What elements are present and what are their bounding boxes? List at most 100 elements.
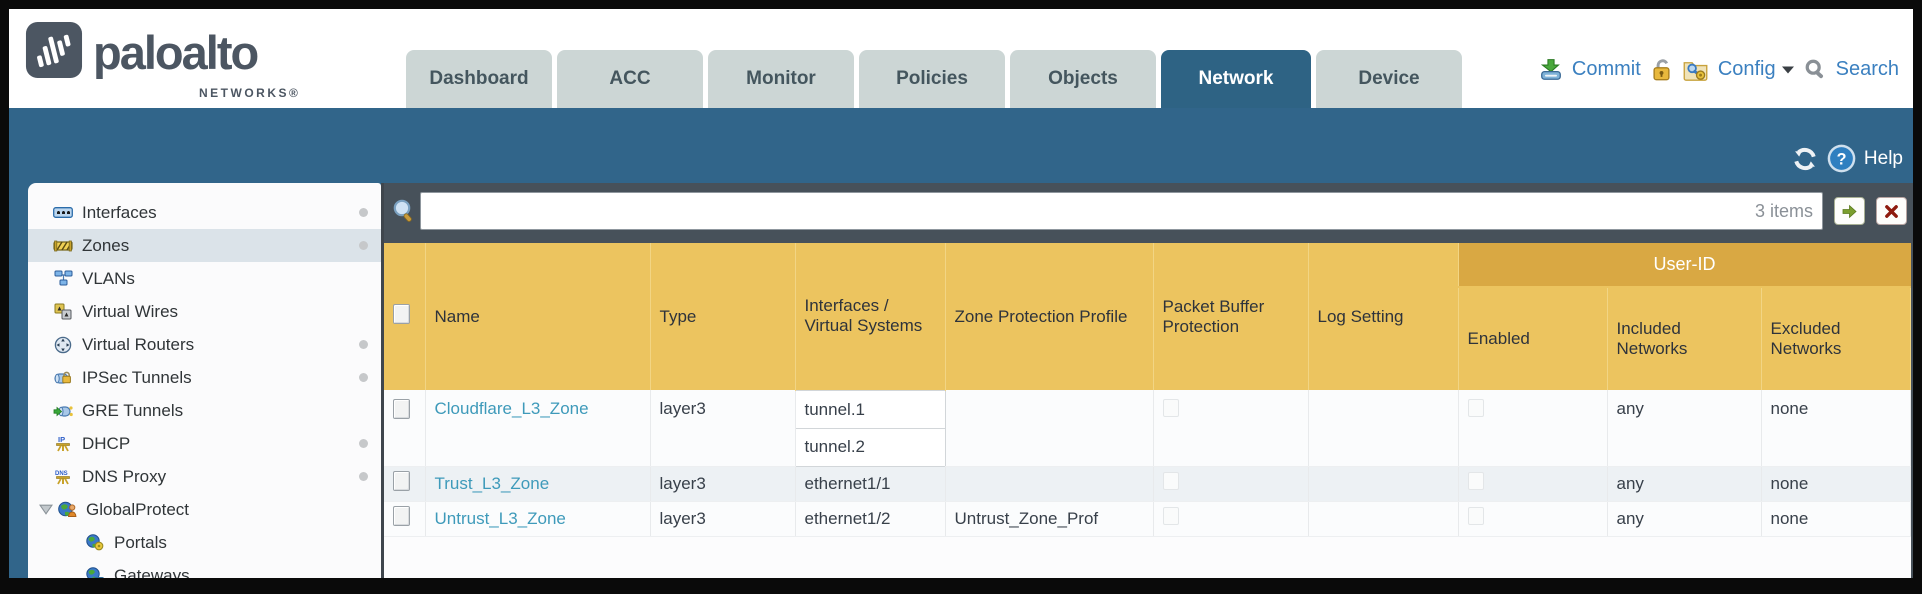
commit-icon[interactable] [1539,58,1563,82]
main-nav-tabs: Dashboard ACC Monitor Policies Objects N… [406,50,1462,108]
zone-name-link[interactable]: Trust_L3_Zone [434,473,550,493]
column-header-type[interactable]: Type [650,243,796,390]
status-dot [359,340,368,349]
sidebar-item-portals[interactable]: Portals [28,526,381,559]
column-header-zone-protection-profile[interactable]: Zone Protection Profile [945,243,1154,390]
dhcp-icon: IP [53,435,73,453]
help-label[interactable]: Help [1863,147,1903,169]
sidebar-divider [381,183,384,578]
table-row: tunnel.2 [384,427,1911,467]
sidebar-item-label: Interfaces [82,202,157,222]
zone-name-link[interactable]: Cloudflare_L3_Zone [434,399,589,418]
column-header-name[interactable]: Name [425,243,651,390]
sidebar-item-dns-proxy[interactable]: DNS DNS Proxy [28,460,381,493]
column-group-user-id: User-ID [1458,243,1911,288]
lock-icon[interactable] [1650,57,1673,82]
search-icon[interactable] [1804,58,1827,81]
column-header-enabled[interactable]: Enabled [1458,287,1608,390]
zone-name-link[interactable]: Untrust_L3_Zone [434,508,566,528]
tab-dashboard[interactable]: Dashboard [406,50,552,108]
column-header-packet-buffer-protection[interactable]: Packet Buffer Protection [1153,243,1309,390]
sidebar-item-virtual-wires[interactable]: Virtual Wires [28,295,381,328]
sidebar-item-label: DHCP [82,433,131,453]
ipsec-tunnels-icon [53,369,73,387]
column-header-included-networks[interactable]: Included Networks [1607,287,1762,390]
status-dot [359,208,368,217]
row-checkbox[interactable] [393,399,410,419]
tab-device[interactable]: Device [1316,50,1462,108]
tab-policies[interactable]: Policies [859,50,1005,108]
zones-icon [53,237,73,255]
zones-table: Name Type Interfaces / Virtual Systems Z… [384,243,1911,537]
config-button[interactable]: Config [1717,58,1776,80]
tab-objects[interactable]: Objects [1010,50,1156,108]
dns-proxy-icon: DNS [53,468,73,486]
tab-acc[interactable]: ACC [557,50,703,108]
brand-wordmark: paloalto [93,26,259,79]
chevron-down-icon[interactable] [1781,65,1795,75]
items-count: 3 items [1754,201,1813,221]
included-networks-cell: any [1607,501,1762,537]
red-x-icon [1885,204,1898,218]
interface-cell: tunnel.2 [794,427,946,467]
zone-type-cell: layer3 [650,501,796,537]
user-id-enabled-checkbox[interactable] [1467,507,1484,525]
sidebar-item-label: Virtual Routers [82,334,195,354]
tab-network[interactable]: Network [1161,50,1311,108]
sidebar-item-label: DNS Proxy [82,466,167,486]
status-dot [359,373,368,382]
excluded-networks-cell: none [1761,390,1911,467]
clear-filter-button[interactable] [1876,197,1907,225]
interface-cell: tunnel.1 [794,389,946,429]
svg-text:?: ? [1836,150,1846,168]
sidebar-item-vlans[interactable]: VLANs [28,262,381,295]
row-checkbox[interactable] [393,471,410,491]
column-header-excluded-networks[interactable]: Excluded Networks [1761,287,1911,390]
user-id-enabled-checkbox[interactable] [1467,399,1484,417]
help-icon[interactable]: ? [1827,144,1856,173]
config-icon[interactable] [1682,57,1709,82]
sidebar-item-gre-tunnels[interactable]: GRE Tunnels [28,394,381,427]
sidebar-item-virtual-routers[interactable]: Virtual Routers [28,328,381,361]
zone-type-cell: layer3 [650,466,796,502]
commit-button[interactable]: Commit [1571,58,1641,80]
filter-search-icon [393,199,412,222]
sidebar-item-dhcp[interactable]: IP DHCP [28,427,381,460]
header-utilities: Commit Config Search [1539,57,1899,82]
sidebar-item-label: Gateways [114,565,190,579]
log-setting-cell [1308,466,1459,502]
user-id-enabled-checkbox[interactable] [1467,472,1484,490]
search-button[interactable]: Search [1835,58,1899,80]
sidebar-item-label: VLANs [82,268,135,288]
zones-main-panel: 3 items [384,183,1913,578]
sidebar-item-label: Portals [114,532,167,552]
green-arrow-icon [1842,204,1857,218]
filter-toolbar: 3 items [384,183,1913,239]
sidebar-item-gateways[interactable]: Gateways [28,559,381,578]
select-all-checkbox[interactable] [393,304,410,324]
interface-cell: ethernet1/1 [795,466,946,502]
select-all-header [384,243,426,390]
zone-protection-cell: Untrust_Zone_Prof [945,501,1154,537]
tab-monitor[interactable]: Monitor [708,50,854,108]
table-empty-area [384,536,1911,578]
paloalto-logo-icon [25,21,83,79]
packet-buffer-checkbox[interactable] [1162,399,1179,417]
sidebar-item-globalprotect[interactable]: GlobalProtect [28,493,381,526]
apply-filter-button[interactable] [1834,197,1865,225]
filter-input[interactable] [420,192,1823,230]
sidebar-item-zones[interactable]: Zones [28,229,381,262]
packet-buffer-checkbox[interactable] [1162,507,1179,525]
expand-caret-icon[interactable] [38,503,54,516]
refresh-icon[interactable] [1791,145,1819,173]
column-header-interfaces[interactable]: Interfaces / Virtual Systems [795,243,946,390]
portals-icon [85,534,105,552]
brand-subtext: NETWORKS® [199,86,301,100]
excluded-networks-cell: none [1761,466,1911,502]
row-checkbox[interactable] [393,506,410,526]
packet-buffer-checkbox[interactable] [1162,472,1179,490]
sidebar-item-ipsec-tunnels[interactable]: IPSec Tunnels [28,361,381,394]
sidebar-item-interfaces[interactable]: Interfaces [28,196,381,229]
svg-text:IP: IP [58,435,65,444]
column-header-log-setting[interactable]: Log Setting [1308,243,1459,390]
